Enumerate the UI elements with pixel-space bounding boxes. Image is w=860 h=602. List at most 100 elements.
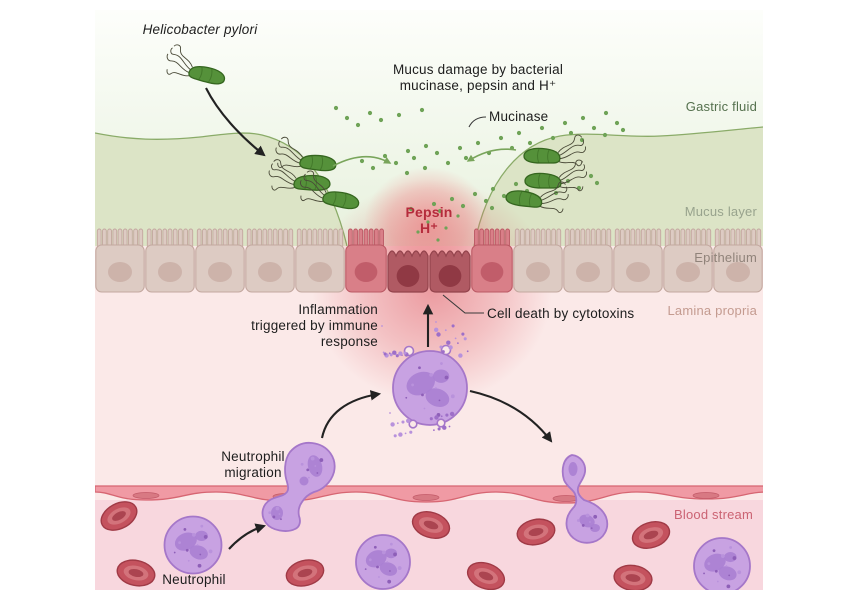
arrow-activated-to-right-neutrophil — [469, 389, 553, 443]
epithelial-nucleus — [576, 262, 600, 282]
epithelial-nucleus — [396, 265, 420, 287]
cell-death-label: Cell death by cytotoxins — [487, 306, 634, 321]
neutrophil-migration-label-line1: Neutrophil — [221, 449, 285, 464]
granule-dot — [398, 432, 403, 437]
pointer-lines — [442, 116, 487, 314]
neutrophil-migrating-right — [561, 454, 609, 544]
granule-dot — [435, 321, 437, 323]
mucinase-dot — [591, 125, 597, 131]
h-pylori-bacterium — [275, 136, 337, 172]
green-arrow-right — [466, 148, 517, 162]
red-blood-cell — [466, 561, 506, 590]
labels: Helicobacter pylori Mucus damage by bact… — [143, 22, 758, 587]
neutrophil-migrating-left — [261, 441, 336, 532]
blood-vessel-wall — [95, 485, 763, 504]
mucinase-dot — [620, 127, 626, 133]
epithelial-cell-damaged — [345, 228, 387, 293]
granule-dot — [382, 351, 385, 354]
epithelial-nucleus — [480, 262, 504, 282]
endothelial-nucleus — [412, 494, 440, 501]
mucinase-dot — [355, 122, 361, 128]
mucinase-dot — [431, 201, 437, 207]
mucinase-dot — [382, 153, 388, 159]
epithelial-nucleus — [726, 262, 750, 282]
granule-dot — [445, 413, 449, 417]
arrow-migration-to-activated — [320, 390, 382, 439]
granule-dot — [392, 350, 397, 355]
epithelium-label: Epithelium — [694, 250, 757, 265]
granule-dot — [448, 345, 453, 350]
bacteria-layer — [166, 44, 588, 213]
mucinase-dot — [456, 214, 460, 218]
mucinase-dot — [404, 170, 410, 176]
mucinase-label: Mucinase — [489, 109, 548, 124]
granule-dot — [448, 425, 451, 428]
epithelial-cell-damaged — [471, 228, 513, 293]
red-blood-cell — [411, 511, 451, 539]
mucinase-dot — [370, 165, 376, 171]
mucinase-dot — [513, 181, 519, 187]
granule-dot — [403, 351, 407, 355]
gastric-fluid-label: Gastric fluid — [686, 99, 757, 114]
epithelial-cell — [513, 228, 563, 293]
endothelial-nucleus — [692, 492, 720, 499]
h-pylori-bacterium — [166, 44, 226, 85]
mucinase-dot — [539, 125, 545, 131]
epithelial-cell — [563, 228, 613, 293]
inflammation-label-line1: Inflammation — [298, 302, 378, 317]
mucinase-dot — [498, 135, 504, 141]
lamina-propria-label: Lamina propria — [667, 303, 757, 318]
epithelial-cell — [713, 228, 763, 293]
h-pylori-bacterium — [524, 159, 588, 192]
red-blood-cell — [613, 564, 653, 590]
epithelial-nucleus — [108, 262, 132, 282]
mucinase-dot — [614, 120, 620, 126]
h-pylori-bacterium — [523, 134, 587, 167]
epithelial-cell-damaged — [387, 250, 429, 293]
granule-dot — [439, 345, 443, 349]
h-pylori-bacterium — [505, 181, 569, 213]
granule-dot — [461, 332, 465, 336]
granule-dot — [454, 337, 457, 340]
epithelial-nucleus — [258, 262, 282, 282]
mucinase-dot — [580, 115, 586, 121]
mucinase-dot — [359, 158, 365, 164]
neutrophil-migration-label-line2: migration — [224, 465, 281, 480]
endothelial-nucleus — [132, 492, 160, 499]
mucinase-dot — [437, 208, 443, 214]
granule-dot — [395, 354, 399, 358]
red-blood-cell — [100, 501, 138, 531]
inflammation-label-line3: response — [321, 334, 378, 349]
mucinase-release-arrows — [332, 148, 517, 167]
granule-dot — [458, 353, 463, 358]
pepsin-label: Pepsin — [405, 204, 452, 220]
red-blood-cell — [516, 518, 556, 546]
granule-dot — [434, 327, 439, 332]
mucinase-dot — [426, 220, 430, 224]
epithelial-cell — [663, 228, 713, 293]
granule-dot — [433, 429, 435, 431]
granule-dot — [442, 425, 447, 430]
neutrophil-label: Neutrophil — [162, 572, 226, 587]
mucinase-dot — [434, 150, 440, 156]
neutrophil-blood — [163, 515, 223, 575]
epithelial-cell — [295, 228, 345, 293]
epithelial-nucleus — [526, 262, 550, 282]
mucinase-dot — [449, 196, 455, 202]
granule-dot — [446, 340, 451, 345]
granule-dot — [440, 415, 443, 418]
mucinase-dot — [405, 148, 411, 154]
mucus-layer-label: Mucus layer — [685, 204, 758, 219]
granule-dot — [389, 353, 393, 357]
neutrophil-blood — [355, 534, 411, 590]
mucinase-dot — [408, 206, 414, 212]
green-arrow-left — [332, 155, 392, 167]
granule-dot — [449, 411, 455, 417]
h-pylori-bacterium — [300, 170, 360, 210]
mucinase-dot-cloud — [333, 105, 626, 242]
mucus-right-edge — [473, 126, 763, 247]
mucinase-dot — [419, 107, 425, 113]
mucinase-dot — [393, 160, 399, 166]
granule-dot — [436, 332, 441, 337]
